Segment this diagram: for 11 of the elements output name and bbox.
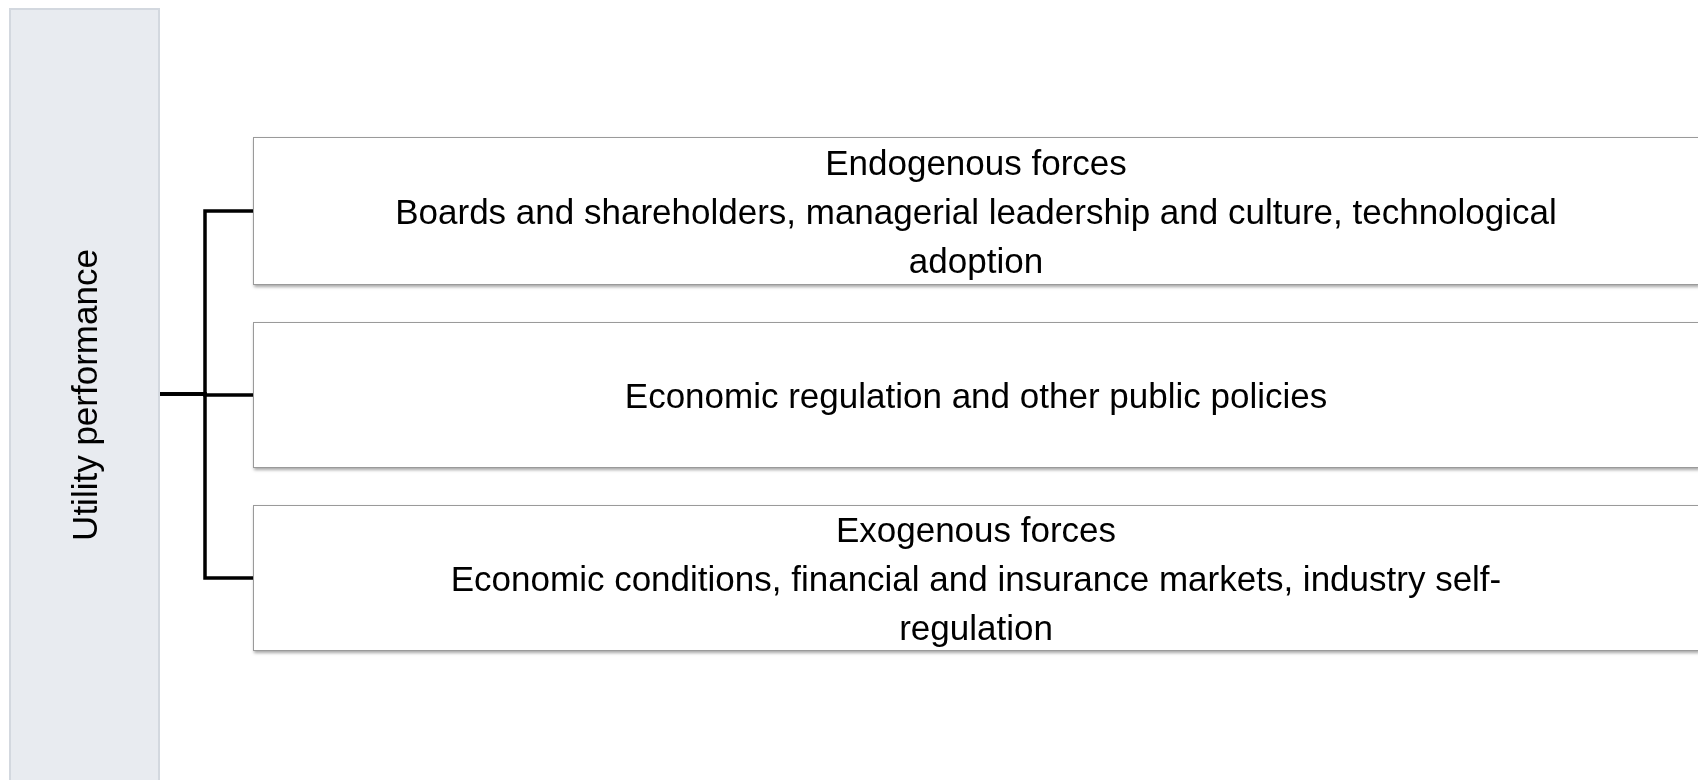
box-text: Boards and shareholders, managerial leadership and culture, technological adoption	[394, 190, 1558, 282]
connector-line	[160, 392, 253, 580]
factor-box	[253, 505, 1698, 651]
band-title: Utility performance	[64, 249, 105, 541]
box-heading: Exogenous forces	[835, 508, 1117, 551]
factor-box	[253, 322, 1698, 468]
factor-box	[253, 137, 1698, 285]
box-heading: Endogenous forces	[825, 141, 1127, 184]
box-text: Economic regulation and other public policies	[624, 374, 1328, 417]
box-text: Economic conditions, financial and insurance markets, industry self-regulation	[449, 557, 1503, 649]
category-band	[9, 8, 160, 780]
